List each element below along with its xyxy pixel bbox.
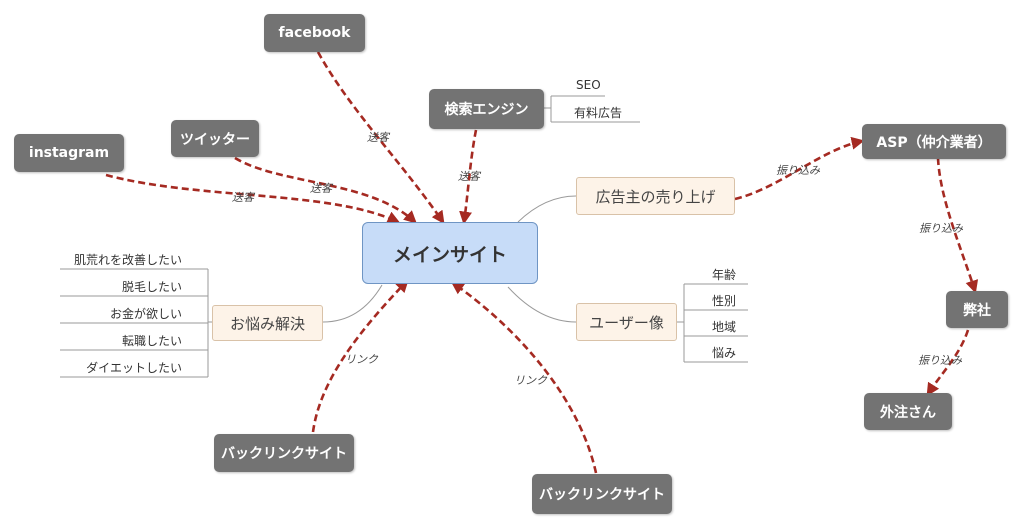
edge-label-asp-to-company: 振り込み xyxy=(919,222,963,235)
connector-main-problem xyxy=(322,284,383,323)
connector-main-advertiser xyxy=(517,195,577,223)
outsourcer-node[interactable]: 外注さん xyxy=(864,393,952,430)
arrow-search-main xyxy=(459,129,478,225)
problem-branch-diet: ダイエットしたい xyxy=(86,361,182,375)
backlink-site-bottom-node[interactable]: バックリンクサイト xyxy=(532,474,672,514)
connector-search-branches xyxy=(544,95,640,123)
search-branch-paid-ads: 有料広告 xyxy=(574,106,623,120)
problem-branch-job-change: 転職したい xyxy=(121,334,182,348)
arrow-company-outsourcer xyxy=(926,329,970,397)
persona-branch-worries: 悩み xyxy=(711,346,736,360)
company-node[interactable]: 弊社 xyxy=(946,291,1008,328)
problem-branch-skin: 肌荒れを改善したい xyxy=(73,253,182,267)
main-site-node[interactable]: メインサイト xyxy=(362,222,538,284)
connector-main-persona xyxy=(507,286,577,323)
arrow-backlink-bottom-main xyxy=(450,281,598,474)
edge-label-search-engine: 送客 xyxy=(458,170,480,183)
arrow-backlink-left-main xyxy=(311,279,409,433)
backlink-site-left-node[interactable]: バックリンクサイト xyxy=(214,434,354,472)
edge-label-twitter: 送客 xyxy=(310,182,332,195)
user-persona-node[interactable]: ユーザー像 xyxy=(576,303,677,341)
arrow-instagram-main xyxy=(105,173,401,224)
connector-persona-branches xyxy=(677,283,748,363)
persona-branch-age: 年齢 xyxy=(711,268,736,282)
arrow-asp-company xyxy=(936,157,979,294)
edge-label-facebook: 送客 xyxy=(367,131,389,144)
facebook-node[interactable]: facebook xyxy=(264,14,365,52)
search-branch-seo: SEO xyxy=(576,78,601,92)
arrow-twitter-main xyxy=(234,156,417,224)
problem-branch-money: お金が欲しい xyxy=(109,307,182,321)
persona-branch-gender: 性別 xyxy=(711,294,736,308)
edge-label-company-to-outsourcer: 振り込み xyxy=(918,354,962,367)
connector-problem-branches xyxy=(60,268,212,378)
arrow-sales-asp xyxy=(734,136,865,201)
arrow-facebook-main xyxy=(316,51,445,225)
advertiser-sales-node[interactable]: 広告主の売り上げ xyxy=(576,177,735,215)
edge-label-sales-to-asp: 振り込み xyxy=(776,164,820,177)
asp-node[interactable]: ASP（仲介業者） xyxy=(862,124,1006,159)
problem-branch-hair-removal: 脱毛したい xyxy=(121,280,182,294)
problem-solving-node[interactable]: お悩み解決 xyxy=(212,305,323,341)
persona-branch-region: 地域 xyxy=(711,320,736,334)
edge-label-backlink-bottom: リンク xyxy=(514,374,547,387)
instagram-node[interactable]: instagram xyxy=(14,134,124,172)
twitter-node[interactable]: ツイッター xyxy=(171,120,259,157)
edge-label-backlink-left: リンク xyxy=(345,353,378,366)
edge-label-instagram: 送客 xyxy=(232,191,254,204)
search-engine-node[interactable]: 検索エンジン xyxy=(429,89,544,129)
